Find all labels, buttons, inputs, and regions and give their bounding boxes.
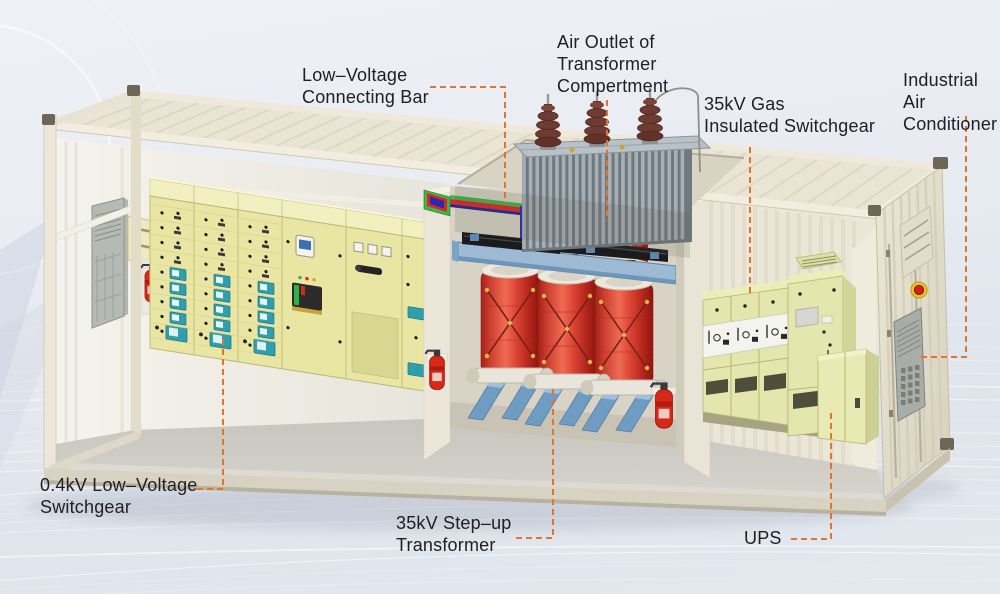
label-industrial-ac: Industrial Air Conditioner xyxy=(903,70,998,134)
label-ups: UPS xyxy=(744,528,782,548)
container-left-end xyxy=(42,85,141,477)
roof-corrugation xyxy=(73,95,917,213)
ac-vent-slots xyxy=(901,365,920,405)
transformer-rollers-skids xyxy=(466,367,668,433)
end-vent-panel xyxy=(899,205,934,279)
container-right-end xyxy=(868,157,954,500)
ups-cabinet xyxy=(817,348,879,445)
emergency-stop-button xyxy=(910,281,928,299)
container-base xyxy=(44,448,950,516)
label-air-outlet: Air Outlet of Transformer Compertment xyxy=(557,32,669,96)
leader-stepup-transformer xyxy=(516,388,554,539)
leader-lv-switchgear xyxy=(197,336,224,490)
industrial-ac-unit xyxy=(893,307,926,422)
leader-industrial-ac xyxy=(918,116,967,358)
compartment-left-wall xyxy=(423,185,451,461)
label-stepup-transformer: 35kV Step–up Transformer xyxy=(396,513,512,555)
lv-switchgear-lineup xyxy=(133,177,450,393)
wall-ac-unit xyxy=(91,197,128,329)
label-gis-switchgear: 35kV Gas Insulated Switchgear xyxy=(704,94,876,136)
hv-bushing xyxy=(533,92,563,152)
leader-lines xyxy=(197,86,967,540)
label-lv-switchgear: 0.4kV Low–Voltage Switchgear xyxy=(40,475,198,517)
leader-lv-connecting-bar xyxy=(430,86,506,203)
label-lv-connecting-bar: Low–Voltage Connecting Bar xyxy=(302,65,429,107)
leader-ups xyxy=(791,410,832,540)
hv-bushing xyxy=(582,89,612,149)
radiator-fins xyxy=(522,143,685,249)
bushing-wire xyxy=(655,87,701,173)
mimic-symbols xyxy=(708,324,788,345)
